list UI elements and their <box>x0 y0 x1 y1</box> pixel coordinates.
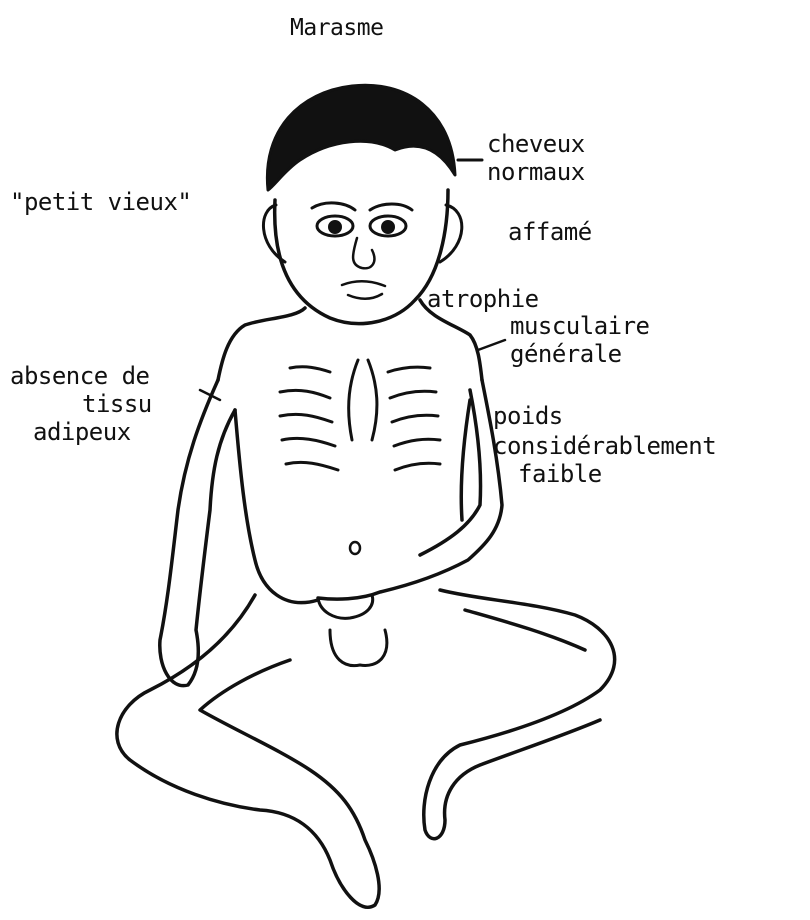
label-fat-3: adipeux <box>33 418 131 446</box>
label-hair-2: normaux <box>487 158 585 186</box>
hair <box>267 85 455 190</box>
label-atrophy-3: générale <box>510 340 622 368</box>
label-fat-1: absence de <box>10 362 150 390</box>
ribs <box>280 360 440 470</box>
nose <box>353 238 374 268</box>
label-atrophy-2: musculaire <box>510 312 650 340</box>
torso <box>235 400 470 603</box>
label-hungry: affamé <box>508 218 592 246</box>
label-weight-2: considérablement <box>493 432 716 460</box>
atrophy-pointer <box>478 340 505 350</box>
right-leg <box>424 590 615 839</box>
left-arm <box>160 380 235 686</box>
label-hair-1: cheveux <box>487 130 585 158</box>
label-fat-2: tissu <box>82 390 152 418</box>
label-weight-3: faible <box>518 460 602 488</box>
brows <box>312 203 412 210</box>
groin <box>330 630 387 666</box>
label-old-man: "petit vieux" <box>10 188 191 216</box>
label-atrophy-1: atrophie <box>427 285 539 313</box>
navel <box>350 542 360 554</box>
left-leg <box>117 595 379 907</box>
label-weight-1: poids <box>493 402 563 430</box>
right-arm <box>318 380 502 599</box>
mouth <box>342 281 385 298</box>
